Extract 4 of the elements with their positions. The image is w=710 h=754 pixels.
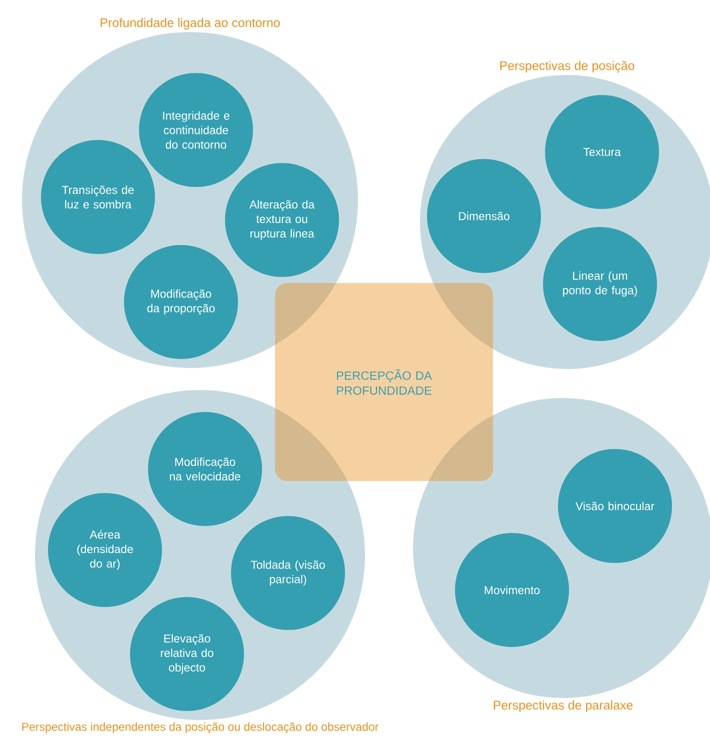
node-label: Perspectivas independentes da posição ou deslocação do observador [22,722,378,734]
node-label: Profundidade ligada ao contorno [100,18,280,30]
node-label: Perspectivas de paralaxe [494,700,633,712]
node-label: Perspectivas de posição [500,60,634,73]
